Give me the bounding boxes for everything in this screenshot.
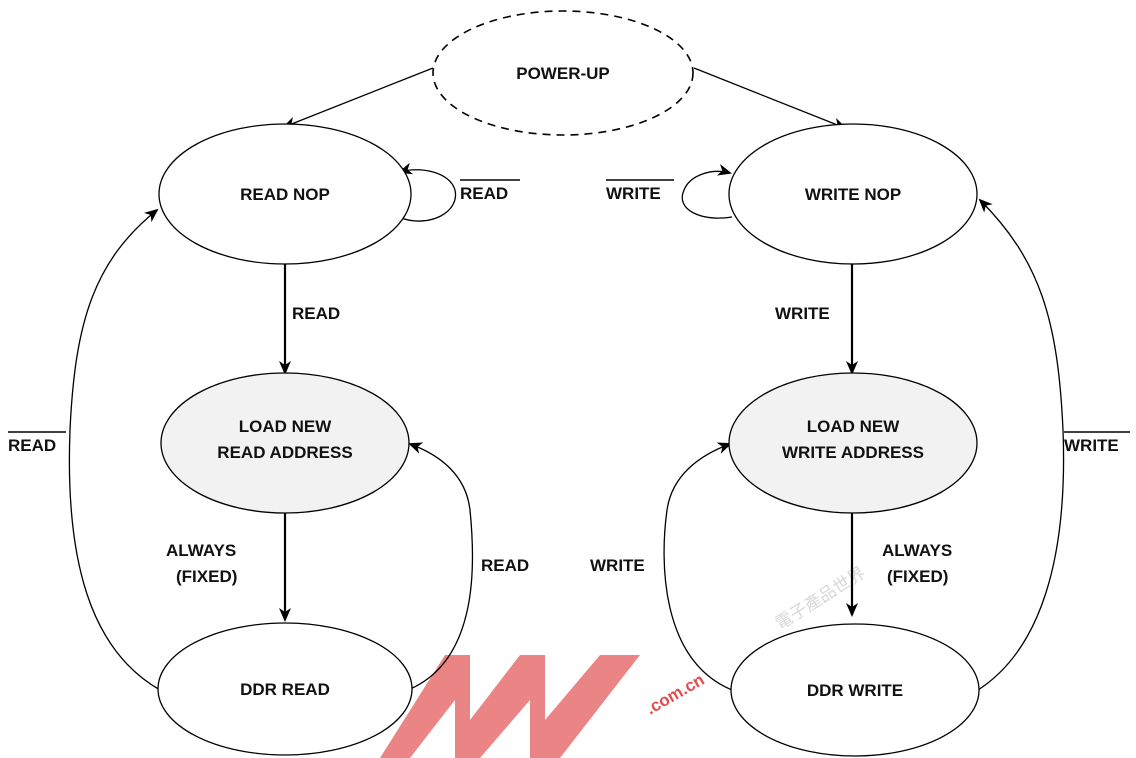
state-read-nop	[158, 123, 412, 265]
edge-ddrread-to-readnop	[68, 208, 161, 691]
label-loadread-to-ddr-1: ALWAYS	[166, 541, 236, 560]
states: POWER-UP READ NOP WRITE NOP LOAD NEW REA…	[157, 10, 980, 757]
state-write-nop-label: WRITE NOP	[805, 185, 901, 204]
state-load-write-label-2: WRITE ADDRESS	[782, 443, 924, 462]
label-ddrwrite-to-nop: WRITE	[1064, 436, 1119, 455]
edge-powerup-to-writenop	[693, 67, 847, 130]
state-read-nop-label: READ NOP	[240, 185, 330, 204]
state-load-read-address	[160, 372, 410, 514]
watermark-text: .com.cn	[643, 670, 708, 719]
edge-readnop-self-loop	[398, 162, 457, 222]
label-loadwrite-to-ddr-1: ALWAYS	[882, 541, 952, 560]
label-writenop-to-load: WRITE	[775, 304, 830, 323]
state-load-write-address	[728, 372, 978, 514]
edge-ddrwrite-to-writenop	[977, 198, 1065, 691]
edge-powerup-to-readnop	[282, 67, 434, 129]
label-ddrwrite-to-load: WRITE	[590, 556, 645, 575]
transition-labels: READ WRITE READ WRITE ALWAYS (FIXED) ALW…	[8, 179, 1130, 586]
edge-writenop-self-loop	[681, 164, 733, 219]
label-ddrread-to-nop: READ	[8, 436, 56, 455]
state-load-write-label-1: LOAD NEW	[807, 417, 901, 436]
state-ddr-write-label: DDR WRITE	[807, 681, 903, 700]
label-readnop-to-load: READ	[292, 304, 340, 323]
state-ddr-write	[730, 623, 980, 757]
state-ddr-read	[157, 622, 413, 756]
label-loadread-to-ddr-2: (FIXED)	[176, 567, 237, 586]
state-load-read-label-2: READ ADDRESS	[217, 443, 352, 462]
label-loadwrite-to-ddr-2: (FIXED)	[887, 567, 948, 586]
edge-ddrwrite-to-loadwrite	[663, 442, 733, 691]
label-writenop-self: WRITE	[606, 184, 661, 203]
label-readnop-self: READ	[460, 184, 508, 203]
state-power-up	[432, 10, 694, 136]
state-write-nop	[728, 123, 978, 265]
watermark-logo-shape	[380, 655, 640, 758]
state-ddr-read-label: DDR READ	[240, 680, 330, 699]
state-power-up-label: POWER-UP	[516, 64, 610, 83]
edges	[68, 67, 1065, 691]
edge-ddrread-to-loadread	[407, 442, 474, 691]
state-load-read-label-1: LOAD NEW	[239, 417, 333, 436]
label-ddrread-to-load: READ	[481, 556, 529, 575]
